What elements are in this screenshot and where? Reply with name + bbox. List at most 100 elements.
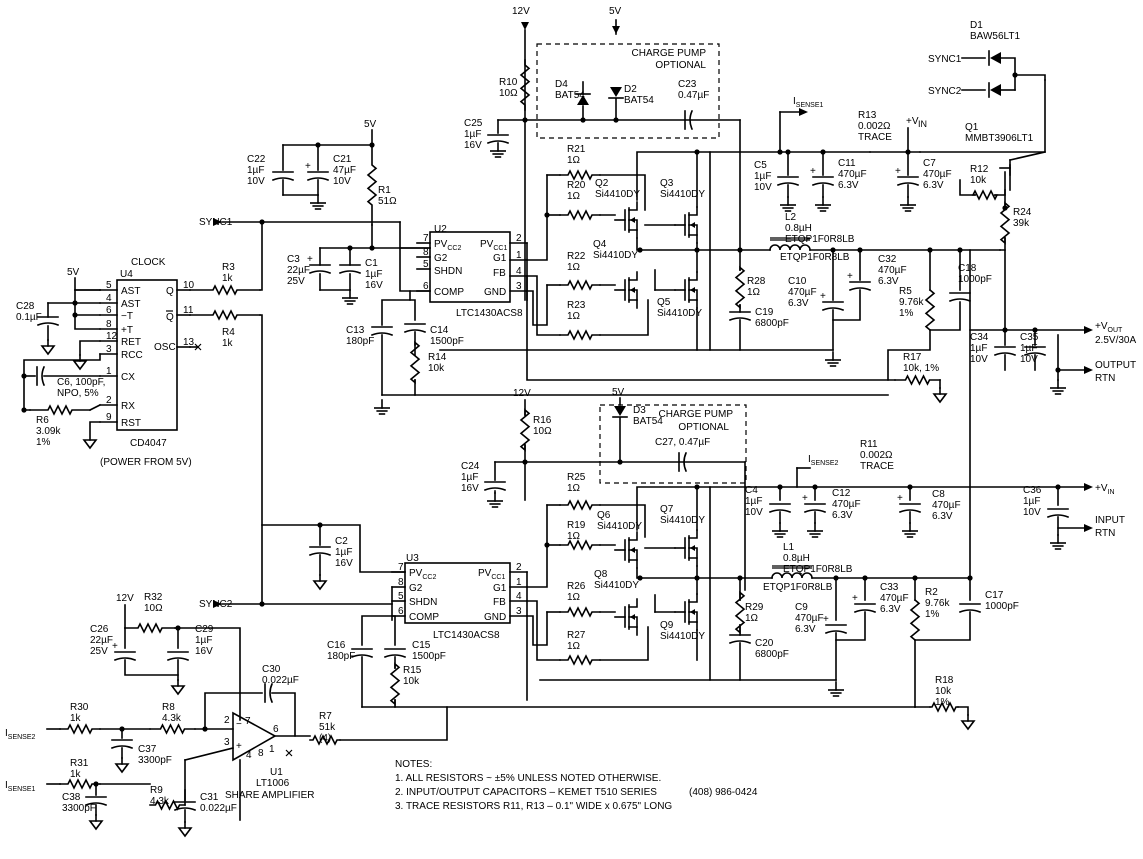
part-label-c18: 1000pF [958, 274, 992, 285]
label: 6 [106, 305, 112, 316]
clock-title: CLOCK [131, 257, 166, 268]
label: IN [918, 119, 927, 129]
part-label-r16: 10Ω [533, 426, 552, 437]
part-label-r2: 1% [925, 609, 940, 620]
part-label-c10: 6.3V [788, 298, 809, 309]
resistor [124, 622, 176, 634]
label: 2 [516, 562, 522, 573]
part-label-r8: R8 [162, 702, 175, 713]
label: RTN [1095, 373, 1115, 384]
polarity-mark: + [847, 271, 853, 282]
junction-dot [694, 149, 700, 155]
label: 3. TRACE RESISTORS R11, R13 – 0.1" WIDE … [395, 801, 672, 812]
diode [610, 87, 622, 97]
capacitor [403, 329, 427, 334]
part-label-c17: C17 [985, 590, 1004, 601]
label: CHARGE PUMP [659, 409, 734, 420]
part-label-c21: C21 [333, 154, 352, 165]
junction-dot [905, 149, 911, 155]
label: 3 [106, 344, 112, 355]
capacitor [683, 451, 688, 473]
part-label-r29: 1Ω [745, 613, 759, 624]
part-label-r31: R31 [70, 758, 89, 769]
opamp-minus: − [236, 719, 242, 730]
part-label-q4: Q4 [593, 239, 607, 250]
label: 5 [398, 591, 404, 602]
wire [526, 600, 561, 661]
junction-dot [613, 117, 619, 123]
capacitor [824, 630, 848, 635]
part-label-c1: 1µF [365, 269, 382, 280]
mosfet [630, 614, 635, 620]
label: 6 [273, 724, 279, 735]
arrow-icon [1084, 483, 1093, 491]
part-label-c3: C3 [287, 254, 300, 265]
part-label-l2: 0.8µH [785, 223, 812, 234]
junction-dot [259, 601, 265, 607]
wire [688, 299, 698, 309]
part-label-l2: L2 [785, 212, 797, 223]
part-label-r22: 1Ω [567, 262, 581, 273]
part-label-c14: C14 [430, 325, 449, 336]
part-label-r12: 10k [970, 175, 987, 186]
part-label-r13: TRACE [858, 132, 892, 143]
junction-dot [777, 149, 783, 155]
label: SYNC1 [928, 54, 962, 65]
label: FB [493, 597, 506, 608]
label: +T [121, 325, 133, 336]
mosfet [690, 609, 695, 615]
part-label-r25: R25 [567, 472, 586, 483]
wire [1000, 57, 1016, 91]
part-label-r27: 1Ω [567, 641, 581, 652]
wire [599, 174, 646, 211]
resistor [59, 778, 101, 790]
part-label-c12: C12 [832, 488, 851, 499]
part-label-q3: Q3 [660, 178, 674, 189]
part-label-c28: C28 [16, 301, 35, 312]
label: COMP [409, 612, 439, 623]
part-label-c21: 10V [333, 176, 351, 187]
wire [628, 559, 638, 569]
part-label-c36: 1µF [1023, 496, 1040, 507]
wire [381, 290, 411, 326]
label: PVCC1 [480, 239, 507, 252]
part-label-r11: 0.002Ω [860, 450, 893, 461]
label: GND [484, 287, 506, 298]
part-label-c29: C29 [195, 624, 214, 635]
capacitor [811, 182, 835, 187]
label: 1 [106, 366, 112, 377]
part-label-c13: C13 [346, 325, 365, 336]
part-label-c34: 1µF [970, 343, 987, 354]
part-label-r1: R1 [378, 185, 391, 196]
part-label-r5: 9.76k [899, 297, 924, 308]
part-label-c5: 10V [754, 182, 772, 193]
part-label-c25: 16V [464, 140, 482, 151]
part-label-c30: C30 [262, 664, 281, 675]
wire [339, 706, 448, 741]
label: FB [493, 268, 506, 279]
label: U3 [406, 553, 419, 564]
resistor [519, 59, 531, 111]
junction-dot [544, 212, 550, 218]
junction-dot [617, 459, 623, 465]
label: Q [166, 286, 174, 297]
wire [88, 403, 102, 412]
junction-dot [785, 149, 791, 155]
part-label-c6: C6, 100pF, [57, 377, 105, 388]
part-label-r20: 1Ω [567, 191, 581, 202]
part-label-c17: 1000pF [985, 601, 1019, 612]
part-label-c35: 1µF [1020, 343, 1037, 354]
part-label-r28: 1Ω [747, 287, 761, 298]
capacitor [1046, 514, 1070, 519]
wire [526, 284, 548, 326]
label: 2.5V/30A [1095, 335, 1136, 346]
label: 3 [224, 737, 230, 748]
part-label-c35: C35 [1020, 332, 1039, 343]
junction-dot [21, 407, 27, 413]
part-label-r22: R22 [567, 251, 586, 262]
resistor [389, 662, 401, 706]
resistor [149, 723, 196, 735]
polarity-mark: + [307, 254, 313, 265]
